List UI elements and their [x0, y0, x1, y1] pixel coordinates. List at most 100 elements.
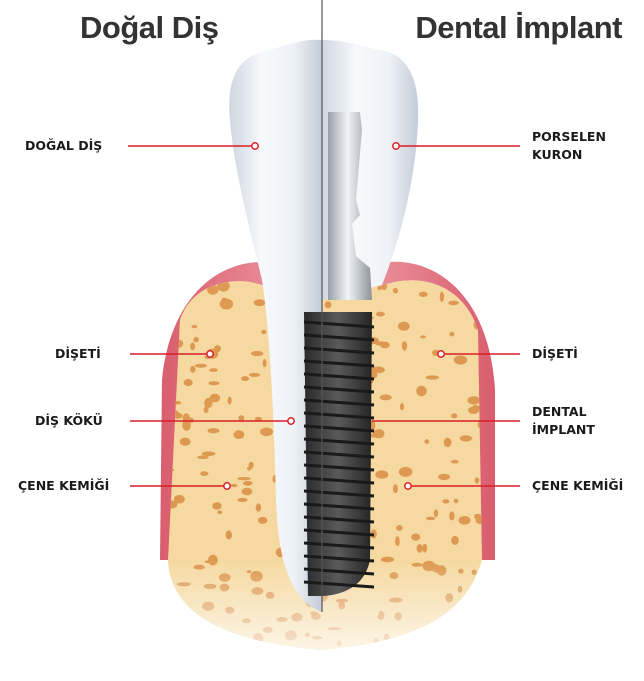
bone-pore	[263, 359, 267, 367]
heading-natural-tooth: Doğal Diş	[80, 10, 218, 46]
label-dis-koku: DİŞ KÖKÜ	[35, 412, 103, 430]
bone-pore	[217, 511, 222, 515]
bone-pore	[202, 452, 216, 457]
bone-pore	[424, 439, 429, 444]
bone-pore	[454, 355, 467, 364]
bone-pore	[184, 379, 193, 386]
bone-pore	[451, 536, 459, 545]
bone-pore	[454, 499, 459, 503]
bone-pore	[402, 341, 407, 351]
bone-pore	[261, 330, 266, 334]
bone-pore	[190, 366, 196, 373]
bone-pore	[393, 484, 398, 493]
bone-pore	[434, 509, 438, 517]
bone-pore	[459, 516, 471, 525]
bone-pore	[208, 428, 220, 433]
bone-pore	[395, 536, 400, 546]
label-dental-implant: DENTAL İMPLANT	[532, 403, 595, 439]
bone-pore	[398, 322, 410, 331]
bone-pore	[212, 502, 221, 509]
bone-pore	[440, 292, 444, 302]
label-porselen: PORSELEN	[532, 128, 606, 146]
bone-pore	[242, 488, 253, 495]
marker-dot	[207, 351, 213, 357]
marker-dot	[393, 143, 399, 149]
bone-pore	[197, 456, 209, 460]
bone-pore	[470, 283, 477, 289]
bone-pore	[220, 299, 233, 310]
bone-pore	[422, 544, 427, 553]
bone-pore	[190, 343, 195, 351]
bone-pore	[475, 477, 479, 483]
bone-pore	[256, 503, 261, 512]
bone-pore	[449, 511, 454, 520]
bone-pore	[237, 477, 251, 480]
bone-pore	[243, 481, 253, 486]
bone-pore	[249, 373, 260, 377]
bone-pore	[228, 397, 232, 405]
bone-pore	[183, 413, 190, 424]
bone-pore	[444, 438, 452, 447]
bone-pore	[451, 460, 459, 464]
marker-dot	[438, 351, 444, 357]
label-kuron: KURON	[532, 146, 606, 164]
heading-dental-implant: Dental İmplant	[415, 10, 622, 46]
bone-pore	[467, 396, 480, 404]
bone-pore	[251, 351, 263, 356]
bone-pore	[419, 292, 428, 297]
marker-dot	[288, 418, 294, 424]
marker-dot	[224, 483, 230, 489]
bone-pore	[193, 337, 198, 343]
bone-pore	[258, 517, 267, 524]
bone-pore	[195, 364, 207, 368]
label-porselen-kuron: PORSELEN KURON	[532, 128, 606, 164]
marker-dot	[252, 143, 258, 149]
bone-pore	[210, 394, 220, 403]
bone-pore	[481, 283, 486, 291]
bone-pore	[417, 544, 423, 553]
label-cene-kemigi-left: ÇENE KEMİĞİ	[18, 477, 109, 495]
bone-pore	[375, 470, 388, 478]
bone-pore	[241, 376, 249, 381]
bone-pore	[438, 474, 450, 480]
bone-pore	[416, 386, 427, 396]
bone-pore	[411, 534, 420, 541]
bone-pore	[192, 325, 198, 328]
label-diseti-left: DİŞETİ	[55, 345, 101, 363]
bone-pore	[254, 299, 266, 306]
bone-pore	[426, 517, 435, 520]
bone-pore	[180, 438, 191, 446]
label-cene-kemigi-right: ÇENE KEMİĞİ	[532, 477, 623, 495]
marker-dot	[405, 483, 411, 489]
bone-pore	[325, 301, 332, 308]
bone-pore	[451, 413, 457, 418]
bone-pore	[222, 298, 227, 301]
bone-pore	[468, 407, 479, 414]
bone-pore	[376, 312, 385, 317]
bone-pore	[230, 484, 237, 487]
bone-pore	[380, 395, 392, 401]
bone-pore	[200, 471, 208, 476]
bone-pore	[400, 403, 404, 410]
bone-pore	[448, 301, 459, 306]
bone-pore	[399, 467, 413, 477]
implant-screw	[304, 312, 374, 596]
bone-pore	[226, 530, 232, 539]
label-implant: İMPLANT	[532, 421, 595, 439]
bone-pore	[260, 428, 273, 437]
bone-pore	[237, 498, 247, 502]
label-dental: DENTAL	[532, 403, 595, 421]
label-diseti-right: DİŞETİ	[532, 345, 578, 363]
bone-pore	[209, 368, 218, 372]
bone-pore	[209, 381, 220, 385]
bone-pore	[371, 367, 385, 374]
bone-pore	[460, 435, 472, 441]
bone-pore	[234, 430, 245, 439]
label-dogal-dis: DOĞAL DİŞ	[25, 137, 102, 155]
bone-pore	[420, 335, 426, 338]
bone-pore	[426, 375, 439, 379]
bone-pore	[238, 415, 244, 421]
bone-pore	[247, 467, 252, 471]
